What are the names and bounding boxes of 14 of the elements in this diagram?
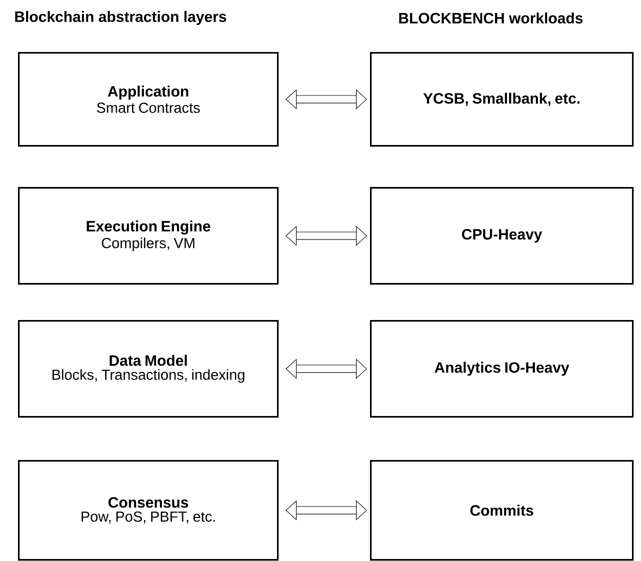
layer-box: Application Smart Contracts: [18, 52, 279, 147]
layer-box: YCSB, Smallbank, etc.: [370, 52, 634, 147]
layer-box: Consensus Pow, PoS, PBFT, etc.: [18, 460, 279, 561]
layer-box: Analytics IO-Heavy: [370, 320, 634, 418]
column-heading: Blockchain abstraction layers: [15, 11, 226, 25]
double-arrow: [286, 358, 367, 379]
double-arrow: [286, 89, 367, 110]
layer-box: Data Model Blocks, Transactions, indexing: [18, 320, 279, 418]
double-arrow: [286, 226, 367, 246]
double-arrow: [286, 500, 367, 520]
column-heading: BLOCKBENCH workloads: [399, 12, 583, 24]
layer-box: CPU-Heavy: [370, 187, 634, 285]
layer-box: Commits: [370, 460, 634, 561]
layer-box: Execution Engine Compilers, VM: [18, 187, 279, 285]
